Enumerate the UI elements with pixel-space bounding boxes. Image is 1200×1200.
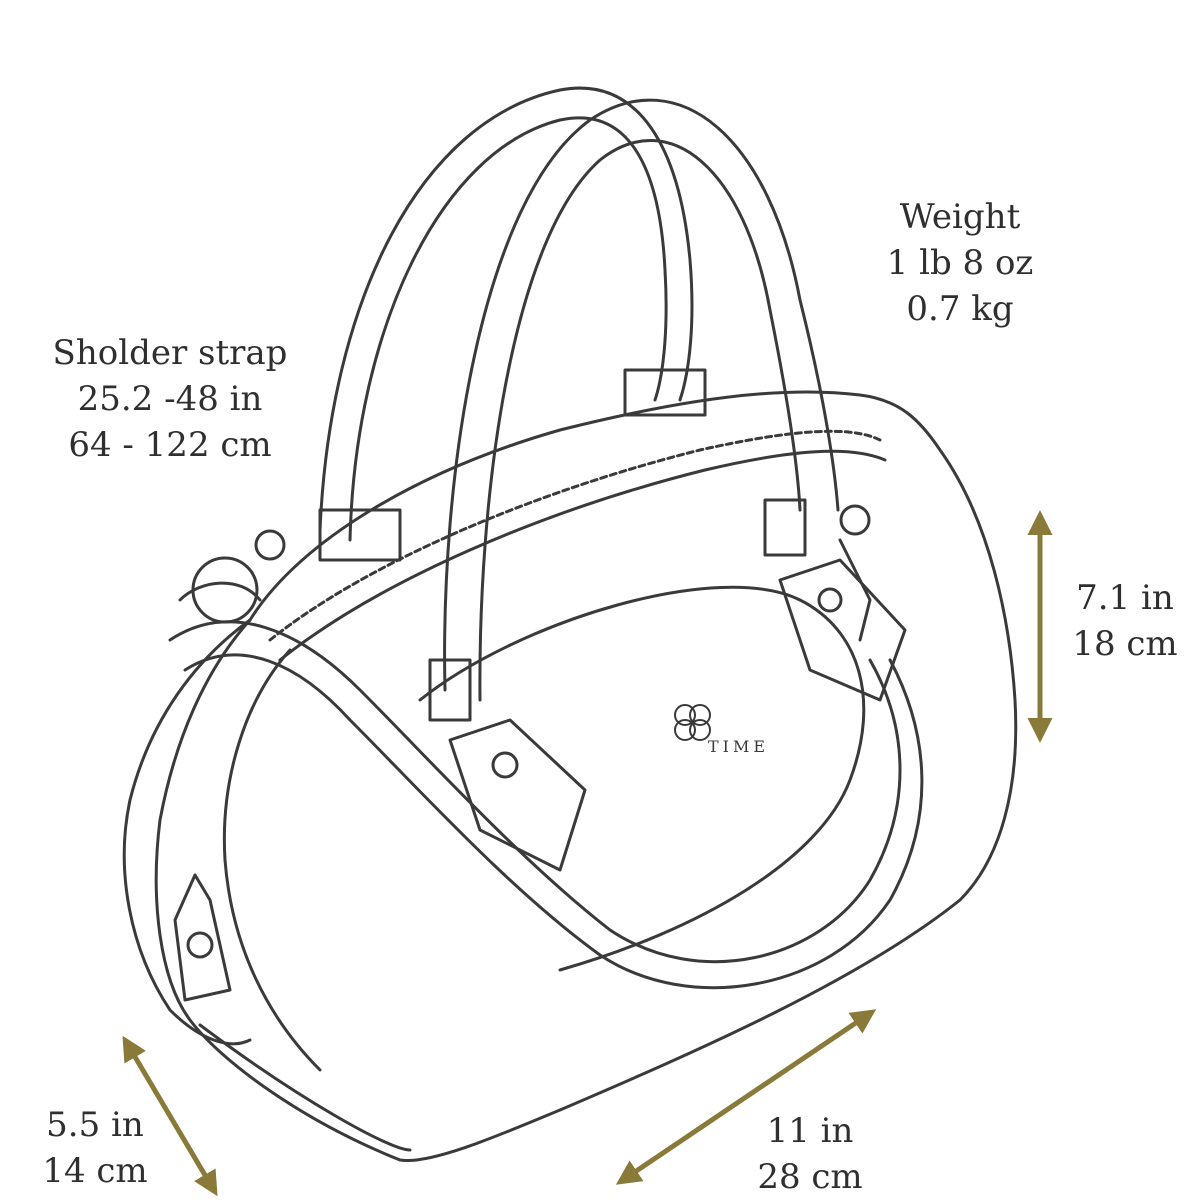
depth-imperial: 5.5 in — [46, 1105, 144, 1145]
strap-metric: 64 - 122 cm — [68, 425, 272, 465]
bag-body — [154, 390, 1018, 1163]
weight-label: Weight 1 lb 8 oz 0.7 kg — [860, 194, 1060, 332]
height-label: 7.1 in 18 cm — [1050, 575, 1200, 667]
front-handle — [443, 98, 840, 692]
shoulder-strap — [168, 620, 902, 964]
width-imperial: 11 in — [766, 1111, 854, 1151]
strap-title: Sholder strap — [52, 333, 288, 373]
width-label: 11 in 28 cm — [730, 1108, 890, 1200]
weight-metric: 0.7 kg — [906, 289, 1014, 329]
weight-title: Weight — [899, 197, 1021, 237]
brand-logo — [674, 704, 711, 741]
depth-label: 5.5 in 14 cm — [30, 1102, 160, 1194]
width-arrow — [615, 1009, 877, 1185]
weight-imperial: 1 lb 8 oz — [886, 243, 1034, 283]
zipper-pull — [173, 873, 232, 1002]
height-imperial: 7.1 in — [1076, 578, 1174, 618]
back-handle — [318, 86, 694, 532]
depth-arrow — [122, 1035, 218, 1197]
brand-logo-text: TIME — [708, 737, 769, 756]
strap-imperial: 25.2 -48 in — [77, 379, 263, 419]
bag-end-panel — [122, 618, 252, 1046]
height-metric: 18 cm — [1072, 624, 1178, 664]
front-pocket-seam — [418, 585, 866, 972]
shoulder-strap-label: Sholder strap 25.2 -48 in 64 - 122 cm — [30, 330, 310, 468]
bag-bottom-seam — [198, 1023, 412, 1152]
depth-metric: 14 cm — [42, 1151, 148, 1191]
width-metric: 28 cm — [757, 1157, 863, 1197]
